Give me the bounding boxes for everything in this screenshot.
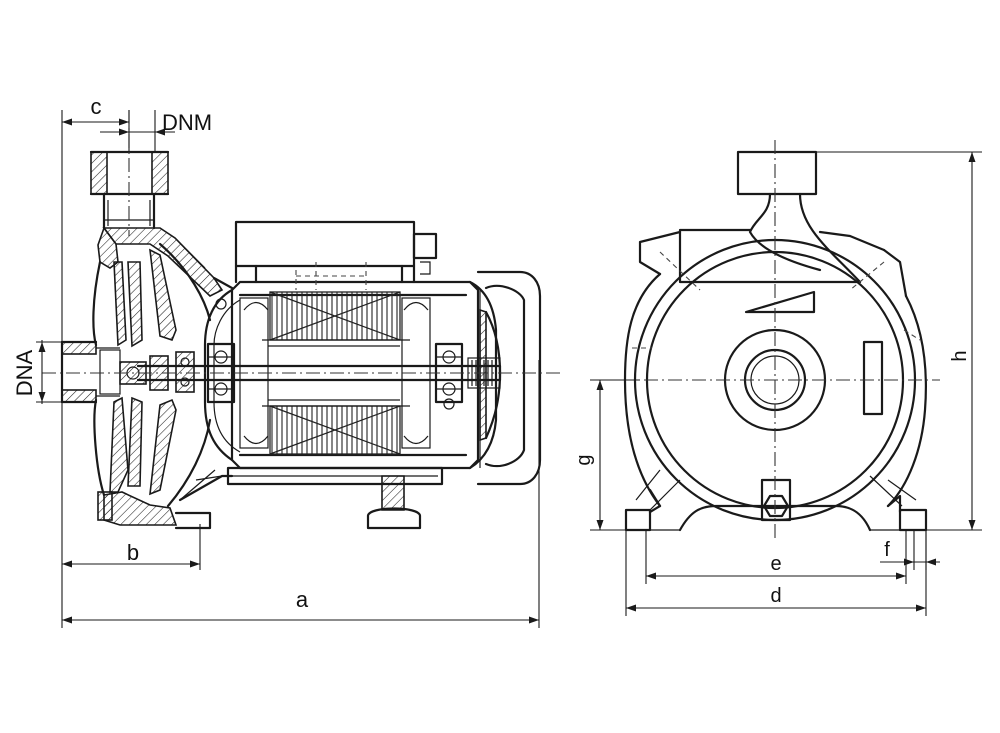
nameplate-slot [862,340,884,416]
rotation-arrow-plate [744,290,816,314]
label-g: g [573,454,595,465]
label-f: f [884,539,890,561]
front-discharge-port [736,150,818,196]
side-section-view [42,110,560,530]
motor-body [203,220,542,530]
rear-bearing [434,342,464,410]
impeller [99,261,195,487]
label-b: b [127,540,139,565]
label-a: a [296,587,309,612]
side-dimensions [36,110,540,628]
suction-inlet [60,340,120,404]
pump-housing [92,226,234,530]
label-d: d [770,585,781,607]
label-c: c [91,94,102,119]
front-bearing [206,298,236,404]
label-h: h [949,350,971,361]
label-e: e [770,553,781,575]
front-view [596,140,940,540]
stator-windings [239,291,431,455]
drain-plug [760,478,792,522]
label-dna: DNA [12,349,37,396]
front-dimensions [590,151,982,616]
label-dnm: DNM [162,110,212,135]
